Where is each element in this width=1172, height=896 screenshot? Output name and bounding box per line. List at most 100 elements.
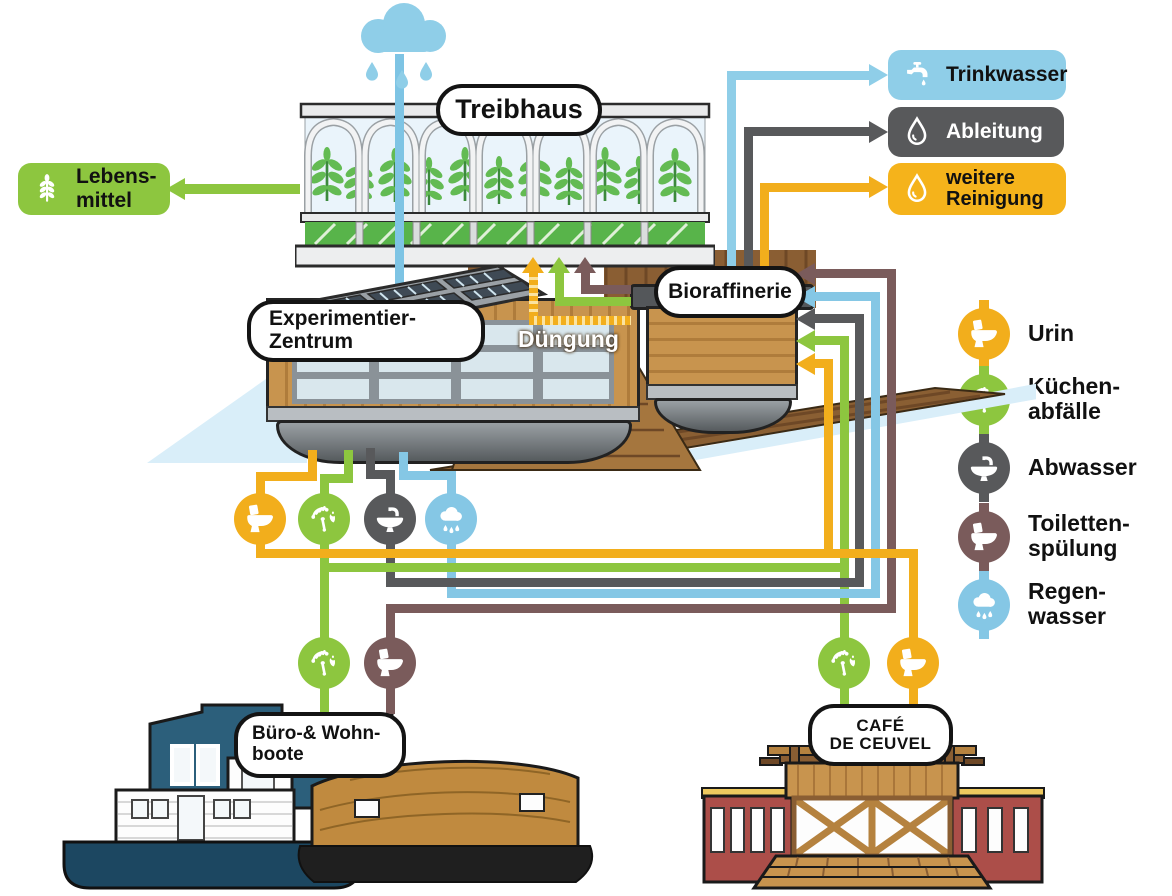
legend-stub xyxy=(979,630,989,639)
intake-sewage-arrowhead xyxy=(796,308,815,330)
legend-stub xyxy=(979,425,989,434)
toilet-icon xyxy=(243,502,277,536)
urine-hull-stub xyxy=(308,450,317,478)
pipe-kitchen-h xyxy=(320,563,849,572)
kitchen-hull-stub xyxy=(344,450,353,478)
wheat-icon xyxy=(30,172,64,206)
rain-line xyxy=(395,54,404,286)
steps xyxy=(751,854,993,890)
droplet-icon xyxy=(900,115,934,149)
pipe-ableitung-v xyxy=(744,128,753,288)
pipe-trinkwasser-v xyxy=(727,72,736,288)
pipe-toilet-h xyxy=(386,604,896,613)
pipe-kitchen-right-v xyxy=(840,336,849,714)
kitchen-waste-icon xyxy=(307,646,341,680)
duengung-urine-v xyxy=(529,272,538,325)
legend-sewage-label: Abwasser xyxy=(1028,454,1137,480)
duengung-toilet-v xyxy=(581,272,590,294)
duengung-kitchen-arrowhead xyxy=(548,257,570,273)
lebensmittel-pill: Lebens- mittel xyxy=(18,163,170,215)
intake-toilet-shaft xyxy=(813,269,896,278)
reinigung-arrowhead xyxy=(869,176,888,198)
bioraffinerie-building xyxy=(646,306,798,388)
rain-cloud-icon xyxy=(434,502,468,536)
kitchen-waste-node-boats xyxy=(298,637,350,689)
legend-stub xyxy=(979,503,989,512)
pipe-urine-bioraff-v xyxy=(824,359,833,558)
urine-node xyxy=(234,493,286,545)
legend-rain-label: Regen- wasser xyxy=(1028,578,1107,629)
weitere-reinigung-pill: weitere Reinigung xyxy=(888,163,1066,215)
legend-toilet-icon-circle xyxy=(958,511,1010,563)
pipe-ableitung-h xyxy=(744,127,871,136)
legend-toilet-label: Toiletten- spülung xyxy=(1028,510,1130,561)
buero-wohnboote-label: Büro-& Wohn- boote xyxy=(234,712,406,778)
toilet-icon xyxy=(896,646,930,680)
pipe-urine-h xyxy=(256,549,918,558)
trinkwasser-pill: Trinkwasser xyxy=(888,50,1067,100)
legend-stub xyxy=(979,359,989,368)
duengung-urine-arrowhead xyxy=(522,257,544,273)
intake-kitchen-arrowhead xyxy=(796,330,815,352)
pipe-sewage-right-v xyxy=(855,314,864,587)
legend-urin-icon-circle xyxy=(958,308,1010,360)
urine-conn-h xyxy=(256,472,317,481)
droplet-icon xyxy=(900,172,934,206)
experimentier-zentrum-label: Experimentier- Zentrum xyxy=(247,300,485,362)
rain-conn-h xyxy=(399,471,456,480)
white-cabin xyxy=(114,788,296,848)
legend-stub xyxy=(979,571,989,580)
intake-urine-arrowhead xyxy=(796,353,815,375)
kitchen-waste-node-cafe xyxy=(818,637,870,689)
legend-urin-label: Urin xyxy=(1028,320,1074,346)
legend-stub xyxy=(979,300,989,309)
rain-hull-stub xyxy=(399,452,408,477)
bioraffinerie-label: Bioraffinerie xyxy=(654,266,806,318)
pipe-reinigung-v xyxy=(760,184,769,288)
legend-stub xyxy=(979,493,989,502)
rain-cloud xyxy=(361,3,446,89)
kitchen-conn-h xyxy=(320,474,353,483)
kitchen-waste-node xyxy=(298,493,350,545)
urine-node-cafe xyxy=(887,637,939,689)
duengung-label: Düngung xyxy=(518,326,619,352)
kitchen-waste-icon xyxy=(827,646,861,680)
lebensmittel-arrow-shaft xyxy=(184,184,300,194)
toilet-flush-node-boats xyxy=(364,637,416,689)
kitchen-waste-icon xyxy=(307,502,341,536)
pipe-kitchen-left-v xyxy=(320,474,329,714)
intake-kitchen-shaft xyxy=(813,336,849,345)
toilet-icon xyxy=(967,520,1001,554)
legend-kitchen-label: Küchen- abfälle xyxy=(1028,373,1120,424)
rain-cloud-icon xyxy=(967,588,1001,622)
wooden-barge-body xyxy=(310,759,580,850)
duengung-urine-h xyxy=(529,316,631,325)
greenhouse-mid-band xyxy=(300,212,710,223)
lebensmittel-arrowhead xyxy=(166,178,185,200)
pipe-sewage-h xyxy=(386,578,864,587)
faucet-icon xyxy=(900,58,934,92)
legend-rain-icon-circle xyxy=(958,579,1010,631)
pipe-urine-cafe-v xyxy=(909,549,918,710)
duengung-kitchen-v xyxy=(555,272,564,306)
x-braces xyxy=(793,797,951,857)
trinkwasser-arrowhead xyxy=(869,64,888,86)
duengung-toilet-h xyxy=(581,285,631,294)
toilet-icon xyxy=(373,646,407,680)
intake-rain-shaft xyxy=(813,292,880,301)
ableitung-arrowhead xyxy=(869,121,888,143)
legend-stub xyxy=(979,562,989,571)
treibhaus-label: Treibhaus xyxy=(436,84,602,136)
barge-hull xyxy=(297,845,594,883)
duengung-toilet-arrowhead xyxy=(574,257,596,273)
sink-icon xyxy=(373,502,407,536)
cafe-de-ceuvel-label: CAFÉ DE CEUVEL xyxy=(808,704,953,766)
pipe-rain-h xyxy=(447,589,880,598)
sewage-node xyxy=(364,493,416,545)
legend-stub xyxy=(979,366,989,375)
legend-stub xyxy=(979,434,989,443)
legend-sewage-icon-circle xyxy=(958,442,1010,494)
duengung-kitchen-h xyxy=(555,297,631,306)
ableitung-pill: Ableitung xyxy=(888,107,1064,157)
